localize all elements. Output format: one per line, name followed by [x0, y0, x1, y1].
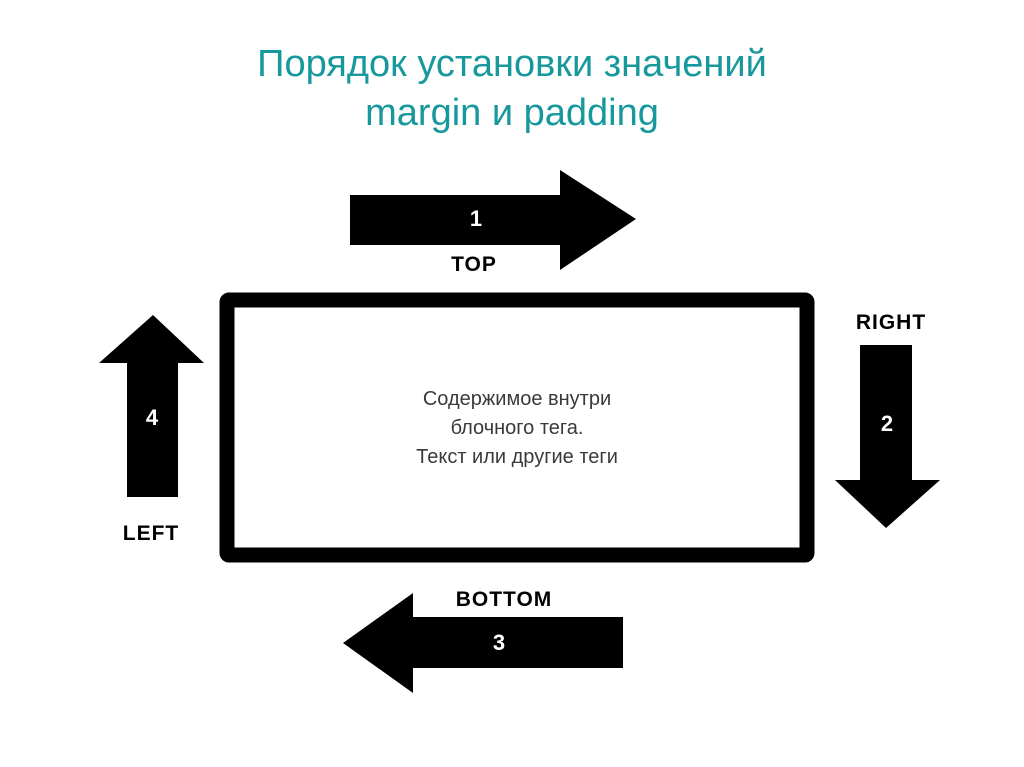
bottom-arrow-number: 3 [493, 630, 505, 655]
left-arrow-number: 4 [146, 405, 159, 430]
right-label: RIGHT [856, 311, 926, 334]
up-arrow-icon [99, 315, 204, 497]
box-text-line-2: блочного тега. [450, 417, 584, 439]
box-text-line-1: Содержимое внутри [422, 388, 612, 410]
down-arrow-icon [835, 345, 940, 528]
right-arrow-icon [350, 170, 636, 270]
title-line-2: margin и padding [365, 92, 659, 134]
box-content-text: Содержимое внутри блочного тега. Текст и… [235, 385, 799, 472]
box-text-line-3: Текст или другие теги [416, 446, 618, 468]
left-arrow: 4 LEFT [99, 315, 204, 545]
top-arrow-number: 1 [470, 206, 482, 231]
left-arrow-icon [343, 593, 623, 693]
slide-title: Порядок установки значений margin и padd… [0, 40, 1024, 138]
bottom-arrow: 3 BOTTOM [343, 588, 623, 693]
title-line-1: Порядок установки значений [257, 43, 767, 85]
right-arrow: 2 RIGHT [835, 311, 940, 528]
right-arrow-number: 2 [881, 411, 893, 436]
block-element-box [219, 292, 815, 563]
top-label: TOP [451, 253, 497, 276]
bottom-label: BOTTOM [456, 588, 553, 611]
left-label: LEFT [123, 522, 180, 545]
top-arrow: 1 TOP [350, 170, 636, 276]
